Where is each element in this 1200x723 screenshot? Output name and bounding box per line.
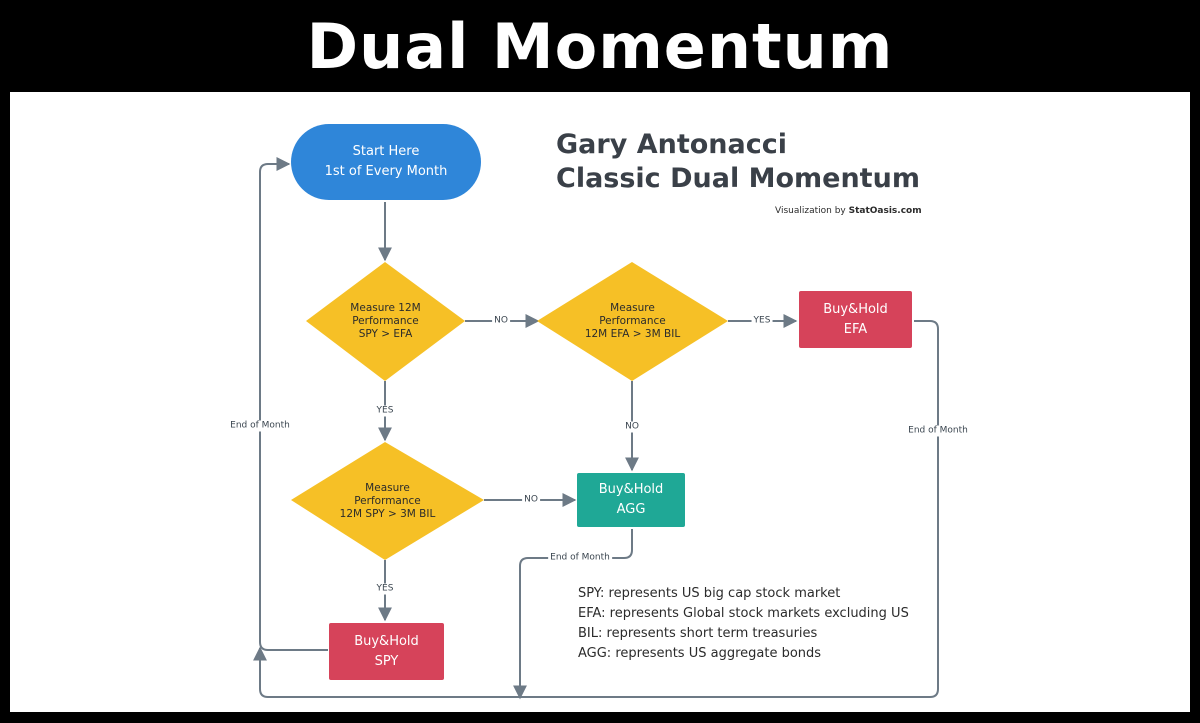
legend-item-efa: EFA: represents Global stock markets exc… [578,606,909,621]
credit-source: StatOasis.com [848,206,922,216]
buy-hold-efa-node [799,291,912,348]
buy-hold-efa-label: Buy&Hold EFA [823,301,888,337]
diagram-title-line1: Gary Antonacci [556,129,787,160]
edge-spy-loop-left [259,157,328,651]
legend-item-agg: AGG: represents US aggregate bonds [578,646,822,661]
diagram-title: Gary Antonacci Classic Dual Momentum [556,128,920,196]
start-node-label: Start Here 1st of Every Month [324,144,448,179]
edge-label-loop-left: End of Month [228,420,292,432]
diagram-canvas: Start Here 1st of Every Month Measure 12… [10,92,1190,712]
buy-hold-spy-label: Buy&Hold SPY [354,633,419,669]
decision-spy-vs-bil [291,442,484,560]
decision-spy-vs-efa [306,262,465,381]
buy-hold-agg-label: Buy&Hold AGG [598,482,664,517]
legend-item-spy: SPY: represents US big cap stock market [578,586,841,601]
buy-hold-spy-node [329,623,444,680]
flowchart-svg [253,124,939,700]
legend-item-bil: BIL: represents short term treasuries [578,626,818,641]
legend: SPY: represents US big cap stock market … [578,584,909,664]
edge-label-d2-efa: YES [751,315,773,327]
edge-label-d1-d3: YES [374,405,396,417]
edge-label-d3-agg: NO [522,494,540,506]
decision-spy-vs-bil-label: Measure Performance 12M SPY > 3M BIL [339,481,436,520]
edge-efa-loop-right [253,320,939,698]
edge-label-d3-spy: YES [374,583,396,595]
edge-label-loop-agg: End of Month [548,552,612,564]
edge-label-d2-agg: NO [623,421,641,433]
decision-efa-vs-bil-label: Measure Performance 12M EFA > 3M BIL [584,302,681,340]
decision-efa-vs-bil [537,262,728,381]
edge-label-d1-d2: NO [492,315,510,327]
buy-hold-agg-node [577,473,685,527]
page-banner: Dual Momentum [0,0,1200,92]
diagram-title-line2: Classic Dual Momentum [556,163,920,194]
decision-spy-vs-efa-label: Measure 12M Performance SPY > EFA [350,302,421,340]
start-node [291,124,481,200]
credit-prefix: Visualization by [775,206,849,216]
banner-title: Dual Momentum [306,9,894,83]
edge-label-loop-right: End of Month [906,425,970,437]
credit-line: Visualization by StatOasis.com [775,206,922,216]
